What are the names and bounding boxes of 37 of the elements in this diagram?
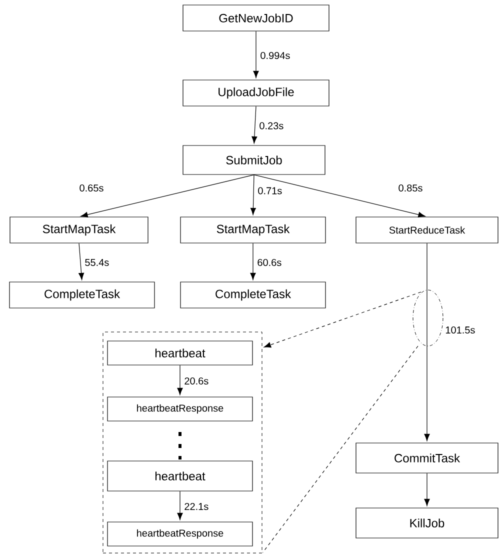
process-box: UploadJobFile bbox=[182, 80, 330, 106]
arrow bbox=[177, 365, 183, 395]
arrow bbox=[250, 243, 256, 280]
dashed-group-box bbox=[102, 332, 262, 554]
arrow bbox=[80, 174, 254, 218]
arrow bbox=[78, 243, 84, 280]
process-box: CompleteTask bbox=[9, 282, 155, 308]
edge-label: 55.4s bbox=[85, 259, 109, 266]
process-box: CompleteTask bbox=[180, 282, 326, 308]
edge-label: 0.71s bbox=[258, 187, 282, 194]
process-box: CommitTask bbox=[356, 442, 498, 474]
arrow bbox=[264, 292, 422, 348]
arrow bbox=[253, 31, 259, 78]
process-box: KillJob bbox=[356, 508, 498, 538]
arrow bbox=[177, 491, 183, 520]
edge-label: 20.6s bbox=[184, 377, 208, 385]
process-box: heartbeatResponse bbox=[107, 522, 253, 546]
arrow bbox=[250, 174, 256, 215]
process-box: heartbeatResponse bbox=[107, 396, 253, 422]
arrow bbox=[424, 473, 430, 506]
edge-label: 60.6s bbox=[258, 258, 282, 266]
edge-label: 22.1s bbox=[184, 502, 208, 510]
arrow bbox=[252, 106, 258, 144]
edge-label: 0.23s bbox=[260, 122, 284, 130]
edge-label: 0.994s bbox=[260, 52, 290, 60]
arrow bbox=[424, 243, 430, 441]
process-box: heartbeat bbox=[107, 460, 253, 492]
edge-label: 0.85s bbox=[398, 184, 422, 192]
process-box: StartMapTask bbox=[180, 216, 326, 244]
process-box: heartbeat bbox=[107, 340, 253, 366]
process-box: GetNewJobID bbox=[182, 4, 330, 32]
arrow bbox=[254, 174, 426, 218]
edge-label: 0.65s bbox=[80, 184, 104, 192]
process-box: StartReduceTask bbox=[356, 216, 498, 244]
process-box: SubmitJob bbox=[182, 145, 326, 175]
edge-label: 101.5s bbox=[446, 326, 475, 334]
process-box: StartMapTask bbox=[10, 216, 148, 244]
